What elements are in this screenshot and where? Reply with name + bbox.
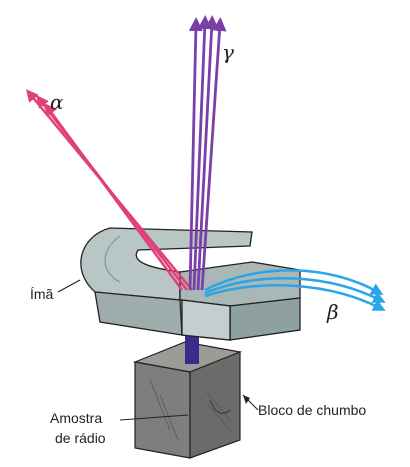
beta-rays xyxy=(204,269,386,311)
alpha-rays xyxy=(26,89,193,291)
magnet-label: Ímã xyxy=(30,286,54,302)
gamma-rays xyxy=(188,15,227,291)
magnet-pointer xyxy=(57,279,81,293)
gamma-label: γ xyxy=(222,40,234,64)
magnet-front-pole xyxy=(181,299,231,341)
sample-label-line2: de rádio xyxy=(55,430,106,446)
lead-block-label: Bloco de chumbo xyxy=(258,402,367,418)
sample-label-line1: Amostra xyxy=(50,410,103,426)
radium-sample xyxy=(185,330,199,364)
beta-label: β xyxy=(327,300,339,324)
lead-block xyxy=(132,341,243,459)
alpha-label: α xyxy=(50,90,64,114)
sample-pointer xyxy=(119,414,189,421)
